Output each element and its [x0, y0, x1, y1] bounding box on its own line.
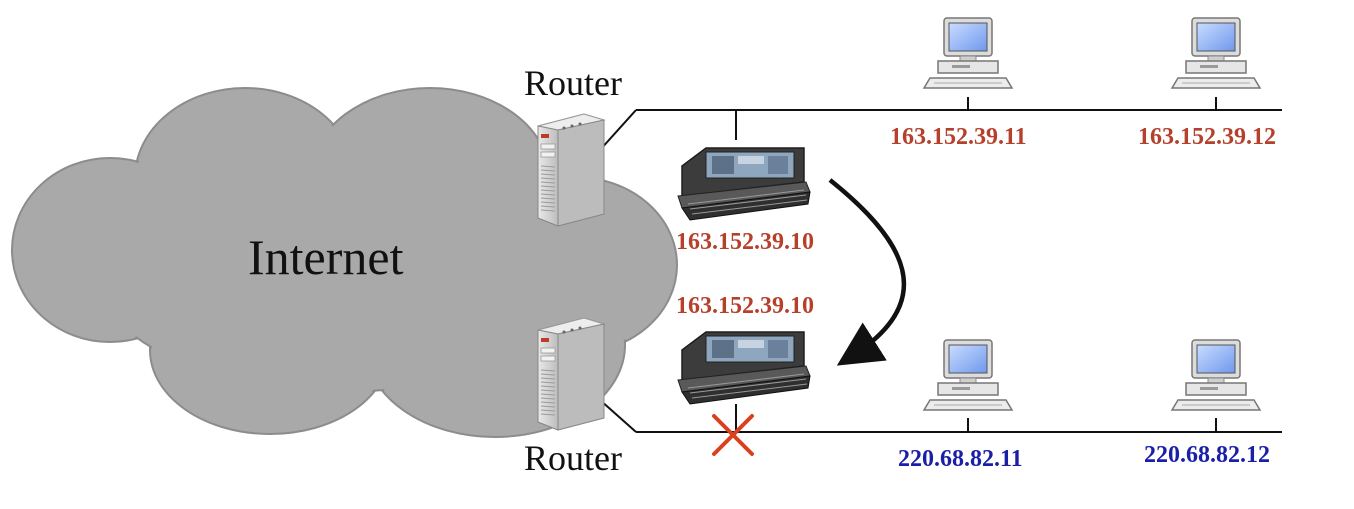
ip-host-bottom-2: 220.68.82.12 — [1144, 442, 1270, 468]
internet-label: Internet — [248, 229, 404, 285]
desktop-computer-icon-top-1 — [923, 17, 1013, 89]
router-icon-bottom — [537, 317, 605, 431]
ip-host-bottom-1: 220.68.82.11 — [898, 446, 1023, 472]
ip-host-top-2: 163.152.39.12 — [1138, 124, 1276, 150]
desktop-computer-icon-bottom-2 — [1171, 339, 1261, 411]
desktop-computer-icon-bottom-1 — [923, 339, 1013, 411]
router-icon-top — [537, 113, 605, 227]
router-bottom-label: Router — [524, 438, 622, 478]
desktop-computer-icon-top-2 — [1171, 17, 1261, 89]
handheld-device-icon-before — [677, 147, 811, 221]
network-links — [599, 97, 1282, 433]
ip-host-top-1: 163.152.39.11 — [890, 124, 1027, 150]
router-top-label: Router — [524, 63, 622, 103]
ip-mobile-after: 163.152.39.10 — [676, 293, 814, 319]
ip-mobile-before: 163.152.39.10 — [676, 229, 814, 255]
broken-link-x-icon — [712, 414, 754, 456]
cloud-fill — [14, 90, 675, 435]
router-top-uplink — [599, 109, 637, 151]
handheld-device-icon-after — [677, 331, 811, 405]
router-bottom-uplink — [599, 399, 637, 433]
move-arrow-icon — [828, 178, 907, 366]
